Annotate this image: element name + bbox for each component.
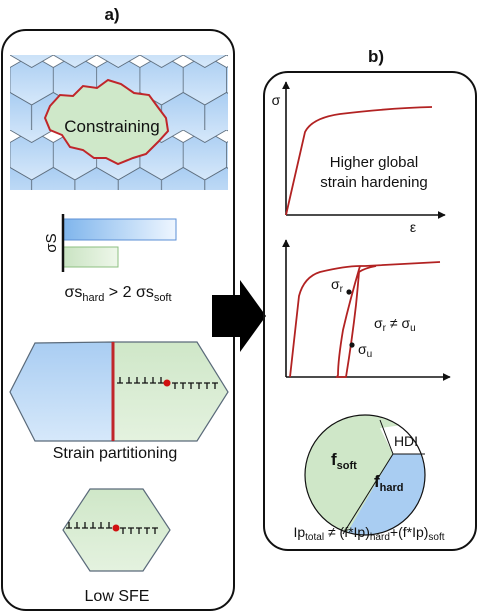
low-sfe-dislocations [66,522,158,534]
pie-divider-2 [379,419,394,455]
sigma-inequality: σr ≠ σu [374,315,416,334]
sigma-r-point [346,289,352,295]
low-sfe-label: Low SFE [85,588,150,605]
plot1-y-label: σ [272,92,281,108]
transition-arrow [212,280,266,352]
panel-a-label: a) [104,5,119,24]
sigma-u-label: σu [358,341,372,360]
strain-partitioning-label: Strain partitioning [53,445,178,462]
panel-b-frame [263,71,477,551]
pie-soft-label: fsoft [331,450,357,472]
hard-phase-bar [62,218,177,241]
soft-phase-bar [62,246,119,268]
dislocation-source [163,379,171,387]
hardness-relation: σshard > 2 σssoft [64,284,171,304]
bauschinger-plot: σr σu σr ≠ σu [282,239,451,381]
panel-b-label: b) [368,47,384,66]
plot1-curve [285,106,433,216]
plot2-unload-reload-loop [335,265,377,378]
dislocation-pileup [117,377,218,389]
constrained-soft-grain [43,78,170,166]
plot2-loading-curve [289,261,441,378]
low-sfe-source [112,524,120,532]
bar-axis-label: σS [43,233,60,252]
pie-divider-1 [342,453,394,535]
plot1-text-2: strain hardening [320,174,428,191]
ip-equation: Iptotal ≠ (f*Ip)hard+(f*Ip)soft [293,524,444,543]
pie-outline [304,414,426,536]
sigma-u-point [349,342,355,348]
hard-grain [9,341,114,442]
plot1-x-label: ε [410,219,416,235]
pie-hard-label: fhard [374,472,404,494]
constraining-label: Constraining [64,117,159,136]
pie-hdi-sector [380,420,425,454]
pie-hdi-label: HDI [394,433,418,449]
plot1-text-1: Higher global [330,154,418,171]
stress-bar-chart: σS [43,214,177,272]
sigma-r-label: σr [331,276,344,295]
stress-strain-plot: σ ε Higher global strain hardening [272,81,446,235]
soft-grain [112,341,229,442]
